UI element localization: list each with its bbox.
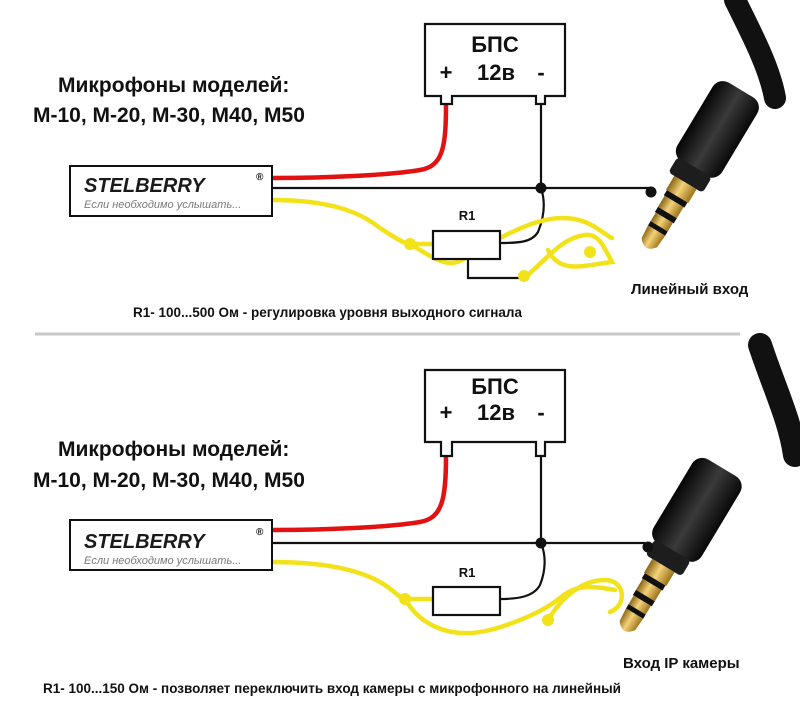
bottom-red-power-wire — [269, 453, 449, 533]
bottom-resistor-r1 — [431, 585, 502, 617]
top-brand-logo: STELBERRY — [84, 175, 206, 197]
top-audio-jack-plug — [641, 0, 786, 249]
bottom-psu-plus: + — [440, 400, 453, 425]
top-title-line1: Микрофоны моделей: — [58, 74, 289, 97]
bottom-microphone-module: STELBERRY ® Если необходимо услышать... — [69, 519, 273, 571]
top-yellow-signal-wire — [269, 197, 436, 247]
bottom-jack-label: Вход IP камеры — [623, 655, 740, 672]
bottom-black-resistor-ground — [499, 542, 546, 601]
top-psu-block: БПС + 12в - — [423, 22, 567, 106]
bottom-registered-mark: ® — [256, 527, 264, 538]
top-red-power-wire — [269, 101, 449, 181]
top-ground-junction — [535, 182, 547, 194]
bottom-signal-junction — [399, 593, 411, 605]
top-psu-title: БПС — [471, 32, 519, 57]
bottom-yellow-signal-wire — [269, 559, 436, 602]
top-wiper-junction — [518, 270, 530, 282]
bottom-ground-junction — [535, 537, 547, 549]
bottom-slogan: Если необходимо услышать... — [84, 555, 241, 567]
top-psu-voltage: 12в — [477, 60, 515, 85]
bottom-psu-title: БПС — [471, 374, 519, 399]
bottom-title-line1: Микрофоны моделей: — [58, 438, 289, 461]
top-yellow-jack-wire-1 — [407, 215, 615, 266]
bottom-psu-voltage: 12в — [477, 400, 515, 425]
bottom-title-line2: М-10, М-20, М-30, М40, М50 — [33, 469, 305, 492]
top-black-wiper-wire — [466, 260, 524, 280]
top-title-line2: М-10, М-20, М-30, М40, М50 — [33, 104, 305, 127]
bottom-psu-minus: - — [537, 400, 544, 425]
top-black-resistor-ground — [499, 187, 545, 245]
bottom-yellow-jack-wire-2 — [545, 577, 625, 623]
top-diagram: R1 БПС + 12в - STELBERRY ® Если необходи… — [33, 0, 786, 320]
top-slogan: Если необходимо услышать... — [84, 199, 241, 211]
bottom-brand-logo: STELBERRY — [84, 531, 206, 553]
bottom-diagram: R1 БПС + 12в - STELBERRY ® Если необходи… — [33, 333, 800, 696]
top-yellow-jack-wire-2 — [521, 232, 616, 281]
top-resistor-label: R1 — [459, 208, 476, 223]
top-signal-junction — [404, 238, 416, 250]
bottom-jack-signal-junction — [542, 614, 554, 626]
top-jack-signal-junction — [584, 246, 596, 258]
top-jack-ground-junction — [645, 186, 657, 198]
bottom-note: R1- 100...150 Ом - позволяет переключить… — [43, 681, 621, 696]
top-microphone-module: STELBERRY ® Если необходимо услышать... — [69, 165, 273, 217]
bottom-audio-jack-plug — [619, 333, 800, 632]
bottom-jack-ground-junction — [642, 541, 654, 553]
top-registered-mark: ® — [256, 172, 264, 183]
top-note: R1- 100...500 Ом - регулировка уровня вы… — [133, 305, 522, 320]
top-psu-minus: - — [537, 60, 544, 85]
top-resistor-r1 — [431, 229, 502, 261]
top-jack-label: Линейный вход — [631, 281, 749, 298]
bottom-psu-block: БПС + 12в - — [423, 368, 567, 458]
bottom-resistor-label: R1 — [459, 565, 476, 580]
top-psu-plus: + — [440, 60, 453, 85]
